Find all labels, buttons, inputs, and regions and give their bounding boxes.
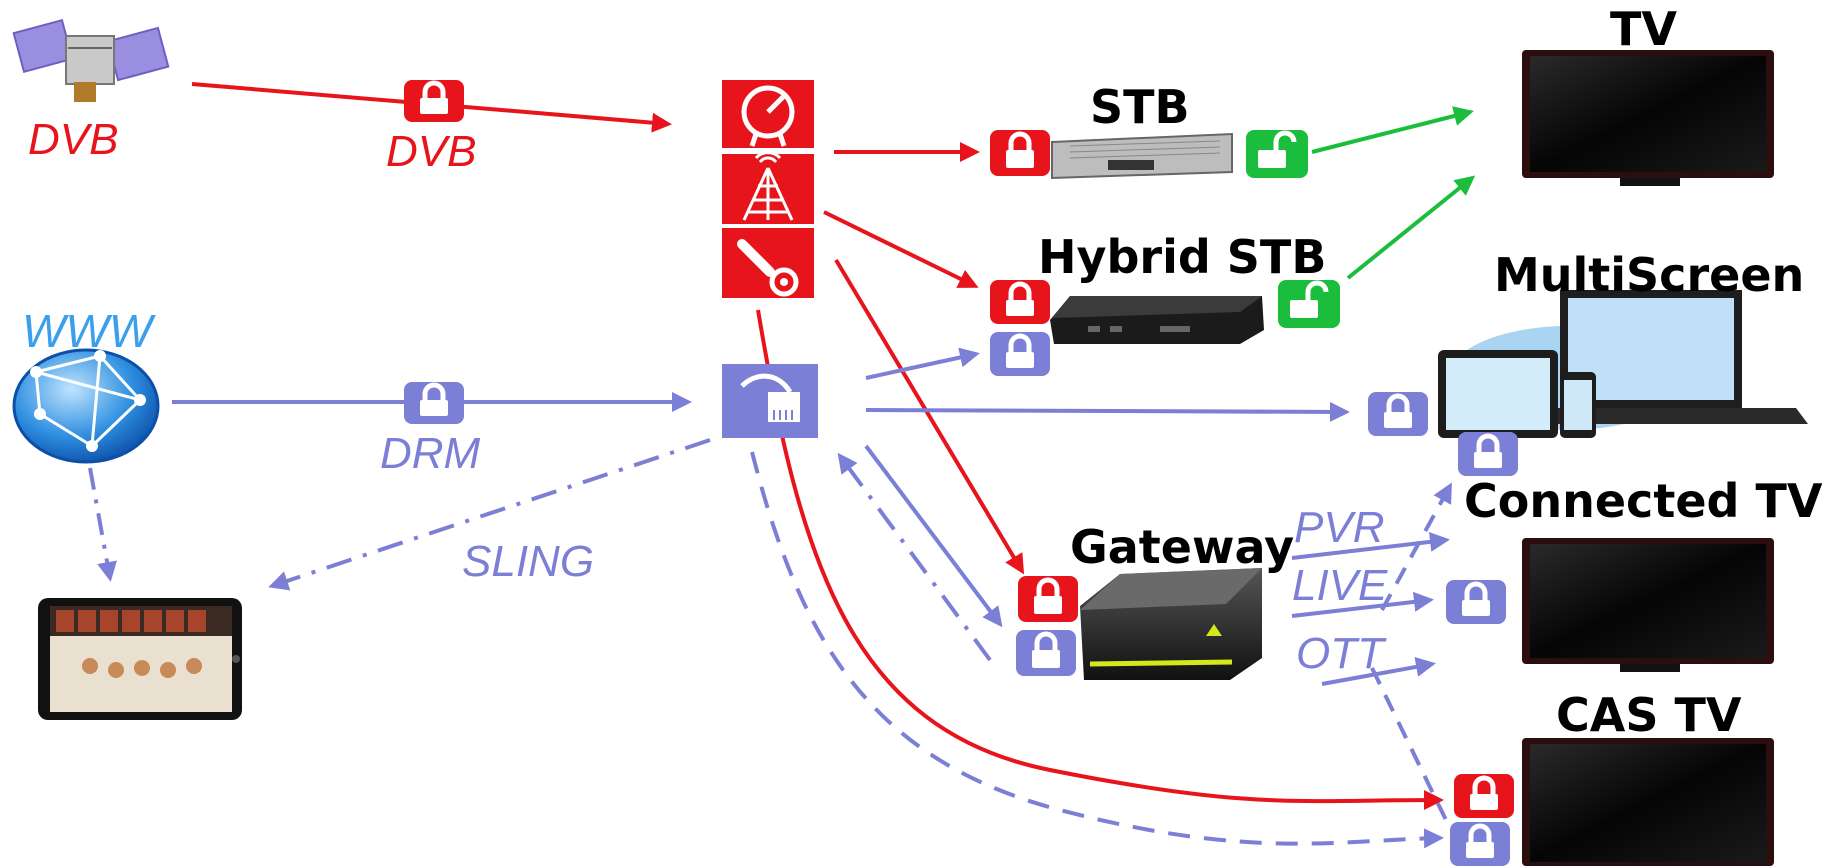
gateway-to-connected-dashed-arrow [1380, 482, 1452, 611]
satellite-caption: DVB [28, 115, 119, 164]
sling-arrow [268, 438, 711, 591]
globe-to-tablet-arrow [88, 467, 117, 582]
green-links [1311, 106, 1476, 280]
pvr-label: PVR [1294, 503, 1385, 552]
tower-to-hybrid-arrow [823, 210, 979, 288]
ip-to-hybrid-arrow [865, 347, 980, 380]
connected-tv-label: Connected TV [1464, 474, 1822, 528]
cas-tv-icon [1522, 738, 1774, 866]
unlocked-padlock-icon-hybrid-out [1278, 280, 1340, 328]
connected-tv-icon [1522, 538, 1774, 672]
sling-label: SLING [462, 537, 595, 586]
antenna-tower-icon [722, 151, 814, 224]
cas-tv-label: CAS TV [1556, 688, 1742, 742]
padlock-icon-castv-drm [1450, 822, 1510, 866]
stb-to-tv-arrow [1311, 106, 1474, 154]
hybrid-set-top-box-icon [1050, 296, 1264, 344]
padlock-icon-gateway-drm [1016, 630, 1076, 676]
padlock-icon-stb-in [990, 130, 1050, 176]
tv-label: TV [1610, 2, 1677, 56]
www-label: WWW [22, 305, 153, 357]
padlock-icon-connected-tv [1446, 580, 1506, 624]
unlocked-padlock-icon-stb-out [1246, 130, 1308, 178]
ethernet-icon [722, 364, 818, 438]
live-arrow [1291, 591, 1434, 618]
gateway-label: Gateway [1070, 520, 1295, 574]
stb-label: STB [1090, 80, 1190, 134]
gateway-to-castv-dashed-line [1370, 667, 1448, 821]
padlock-icon-gateway-cas [1018, 576, 1078, 622]
ip-to-castv-dashed-arrow [750, 451, 1444, 849]
dvb-link-label: DVB [386, 127, 477, 176]
padlock-icon-hybrid-cas [990, 280, 1050, 324]
satellite-dish-icon [722, 80, 814, 148]
satellite-icon [12, 18, 170, 102]
television-icon [1522, 50, 1774, 186]
drm-label: DRM [380, 429, 481, 478]
gateway-box-icon [1080, 568, 1262, 680]
cable-plug-icon [722, 228, 814, 298]
padlock-icon-castv-cas [1454, 774, 1514, 818]
set-top-box-icon [1051, 132, 1233, 180]
multiscreen-label: MultiScreen [1494, 248, 1805, 302]
globe-icon [12, 348, 160, 464]
tablet-icon [38, 598, 242, 720]
live-label: LIVE [1292, 561, 1388, 610]
cable-to-castv-arrow [756, 309, 1444, 811]
padlock-icon-hybrid-drm [990, 332, 1050, 376]
padlock-icon-dvb [404, 80, 464, 122]
cable-to-gateway-arrow [834, 258, 1025, 575]
padlock-icon-multiscreen-2 [1458, 432, 1518, 476]
ip-to-gateway-arrow [864, 444, 1003, 628]
ott-label: OTT [1296, 629, 1384, 678]
gateway-to-ip-arrow [837, 452, 992, 662]
multiscreen-devices-icon [1438, 290, 1808, 438]
hybrid-stb-label: Hybrid STB [1038, 230, 1327, 284]
hybrid-to-tv-arrow [1346, 175, 1476, 280]
ip-to-multiscreen-arrow [865, 401, 1350, 422]
padlock-icon-drm [404, 382, 464, 424]
padlock-icon-multiscreen-1 [1368, 392, 1428, 436]
